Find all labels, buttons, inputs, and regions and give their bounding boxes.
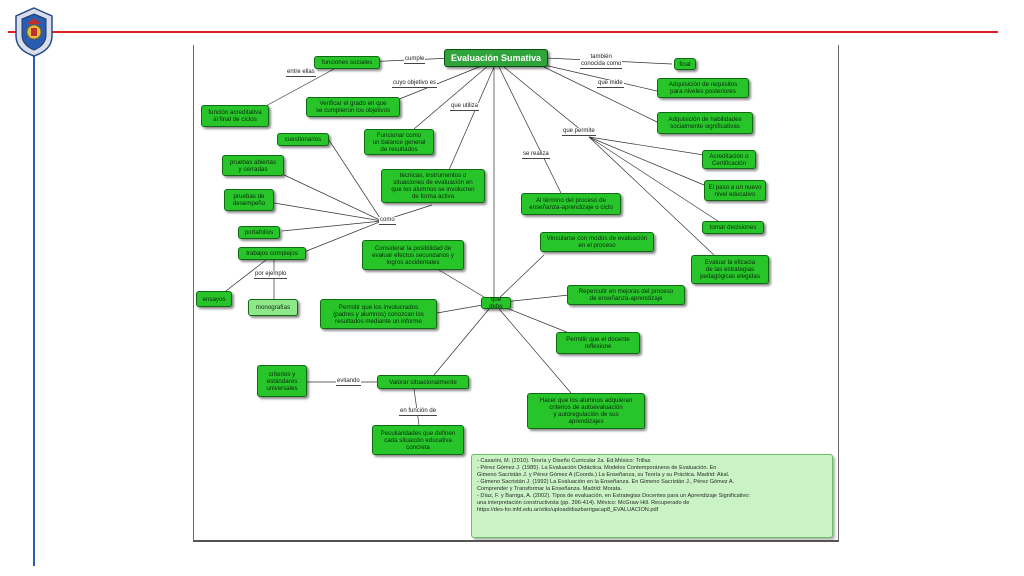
- node-tecnicas: técnicas, instrumentos o situaciones de …: [381, 169, 485, 203]
- node-adquisicion-requisitos: Adquisición de requisitos para niveles p…: [657, 78, 749, 98]
- node-repercutir: Repercutir en mejoras del proceso de ens…: [567, 285, 685, 305]
- node-final: final: [674, 58, 696, 70]
- side-blue-line: [33, 40, 35, 566]
- reference-item: - Díaz, F. y Barriga, A. (2002). Tipos d…: [477, 493, 750, 513]
- node-considerar-efectos: Considerar la posibilidad de evaluar efe…: [362, 240, 464, 270]
- node-hacer-alumnos: Hacer que los alumnos adquieran criterio…: [527, 393, 645, 429]
- node-al-termino: Al término del proceso de enseñanza-apre…: [521, 193, 621, 215]
- node-vincularse: Vincularse con modos de evaluación en el…: [540, 232, 654, 252]
- node-valorar: Valorar situacionalmente: [377, 375, 469, 389]
- node-que-debe: que debe: [481, 296, 511, 310]
- node-monografias: monografías: [248, 299, 298, 316]
- reference-item: - Pérez Gómez J. (1985). La Evaluación D…: [477, 465, 730, 478]
- link-label-que-mide: que mide: [597, 80, 624, 88]
- header-red-line: [8, 31, 998, 33]
- node-funcion-acreditativa: función acreditativa al final de ciclos: [201, 105, 269, 127]
- concept-map: Evaluación Sumativa funciones sociales f…: [193, 45, 839, 542]
- reference-item: - Gimeno Sacristán J. (1992) La Evaluaci…: [477, 479, 735, 492]
- link-label-que-utiliza: que utiliza: [450, 103, 480, 111]
- node-criterios: criterios y estándares universales: [257, 365, 307, 397]
- link-label-cuyo-objetivo: cuyo objetivo es: [392, 80, 438, 88]
- node-cuestionarios: cuestionarios: [277, 133, 329, 146]
- link-label-evitando: evitando: [336, 378, 361, 386]
- link-label-entre-ellas: entre ellas: [286, 69, 316, 77]
- node-acreditacion: Acreditación o Certificación: [702, 150, 756, 169]
- node-portafolios: portafolios: [238, 226, 280, 239]
- link-label-tambien: también conocida como: [580, 54, 623, 69]
- node-funcionar-balance: Funcionar como un balance general de res…: [364, 129, 434, 155]
- node-pruebas-abiertas: pruebas abiertas y cerradas: [222, 155, 284, 176]
- node-permitir-involucrados: Permitir que los involucrados (padres y …: [320, 299, 437, 329]
- node-peculiaridades: Peculiaridades que definen cada situació…: [372, 425, 464, 455]
- node-evaluar-eficacia: Evaluar la eficacia de las estrategias p…: [691, 255, 769, 284]
- link-label-cumple: cumple: [404, 56, 426, 64]
- institution-crest-logo: [15, 7, 53, 57]
- node-funciones-sociales: funciones sociales: [314, 56, 380, 69]
- node-tomar-decisiones: tomar decisiones: [702, 221, 764, 234]
- node-permitir-docente: Permitir que el docente reflexione: [556, 332, 640, 354]
- node-verificar-grado: Verificar el grado en que se cumplieron …: [306, 97, 400, 117]
- node-paso-nivel: El paso a un nuevo nivel educativo: [704, 180, 766, 201]
- reference-item: - Casarini, M. (2010). Teoría y Diseño C…: [477, 458, 651, 464]
- node-adquisicion-habilidades: Adquisición de habilidades socialmente s…: [657, 112, 753, 134]
- references-box: - Casarini, M. (2010). Teoría y Diseño C…: [471, 454, 833, 538]
- node-trabajos-complejos: trabajos complejos: [238, 247, 306, 260]
- root-node: Evaluación Sumativa: [444, 49, 548, 67]
- link-label-por-ejemplo: por ejemplo: [254, 271, 288, 279]
- connector-lines: [221, 57, 725, 426]
- link-label-se-realiza: se realiza: [522, 151, 550, 159]
- link-label-como: como: [379, 217, 396, 225]
- node-ensayos: ensayos: [196, 291, 232, 307]
- node-pruebas-desempeno: pruebas de desempeño: [224, 189, 274, 211]
- link-label-que-permite: que permite: [562, 128, 596, 136]
- link-label-en-funcion: en función de: [399, 408, 438, 416]
